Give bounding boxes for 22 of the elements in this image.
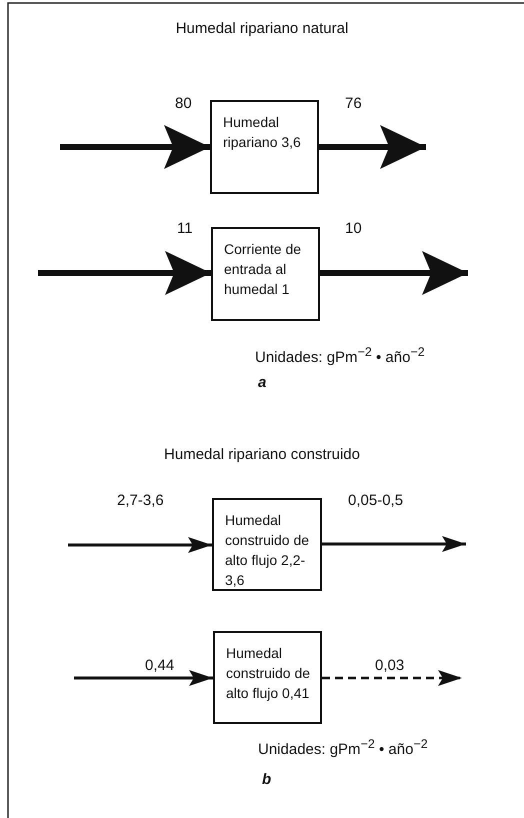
arrow xyxy=(322,670,462,686)
arrow xyxy=(38,251,211,295)
edge-label: 2,7-3,6 xyxy=(115,492,166,510)
units-note: Unidades: gPm$^{−2}$ • año$^{−2}$ xyxy=(255,344,425,367)
process-box: Humedal construido de alto flujo 0,41 xyxy=(213,631,322,724)
arrow xyxy=(60,125,210,169)
edge-label: 0,03 xyxy=(373,657,406,675)
arrow xyxy=(320,251,468,295)
process-box: Corriente de entrada al humedal 1 xyxy=(211,227,320,321)
process-box: Humedal ripariano 3,6 xyxy=(210,100,319,194)
edge-label: 0,05-0,5 xyxy=(346,492,406,510)
panel-letter: a xyxy=(258,374,266,392)
units-note: Unidades: gPm$^{−2}$ • año$^{−2}$ xyxy=(258,736,428,759)
arrow xyxy=(68,537,212,553)
arrow xyxy=(319,125,426,169)
arrow xyxy=(322,536,466,552)
section-title: Humedal ripariano natural xyxy=(174,20,350,38)
process-box: Humedal construido de alto flujo 2,2-3,6 xyxy=(212,498,322,591)
section-title: Humedal ripariano construido xyxy=(163,446,361,464)
edge-label: 0,44 xyxy=(143,657,176,675)
panel-letter: b xyxy=(262,771,272,789)
arrow xyxy=(74,670,213,686)
